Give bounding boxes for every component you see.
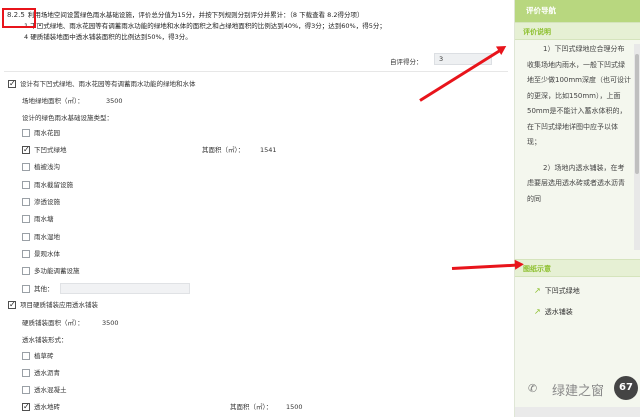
facility-area-value[interactable]: 1541 — [260, 146, 277, 154]
bottom-strip — [515, 407, 640, 417]
section1-label: 设计有下凹式绿地、雨水花园等有调蓄雨水功能的绿地和水体 — [20, 80, 196, 88]
hard-paving-label: 硬质铺装面积（㎡）： — [22, 319, 84, 327]
paving-checkbox[interactable] — [22, 352, 30, 360]
paving-label: 透水混凝土 — [34, 386, 67, 394]
facility-label: 植被浅沟 — [34, 163, 60, 171]
drawing-link-icon: ↗ — [534, 307, 541, 316]
drawing-link-label: 下凹式绿地 — [544, 287, 580, 295]
nav-description-text: 1）下凹式绿地应合理分布收集场地内雨水，一般下凹式绿地至少做100mm深度（也可… — [527, 42, 631, 247]
facility-label: 雨水花园 — [34, 129, 60, 137]
facility-checkbox[interactable] — [22, 285, 30, 293]
facility-area-label: 其面积（㎡）： — [202, 146, 245, 154]
facility-type-label: 设计的绿色雨水基础设施类型： — [22, 114, 113, 122]
clause-text: 8.2.5 利用场地空间设置绿色雨水基础设施，评价总分值为15分，并按下列规则分… — [6, 10, 506, 43]
drawing-link-icon: ↗ — [534, 286, 541, 295]
facility-checkbox[interactable] — [22, 181, 30, 189]
facility-checkbox[interactable] — [22, 250, 30, 258]
drawing-link-label: 透水铺装 — [544, 308, 573, 316]
paving-checkbox[interactable] — [22, 386, 30, 394]
clause-line-1: 1 下凹式绿地、雨水花园等有调蓄雨水功能的绿地和水体的面积之和占绿地面积的比例达… — [24, 22, 386, 30]
facility-label: 其他： — [34, 285, 54, 293]
section1-checkbox[interactable] — [8, 78, 16, 90]
facility-checkbox[interactable] — [22, 163, 30, 171]
nav-description-paragraph-1: 1）下凹式绿地应合理分布收集场地内雨水，一般下凹式绿地至少做100mm深度（也可… — [527, 45, 631, 146]
clause-number-highlight — [2, 8, 36, 28]
paving-area-value[interactable]: 1500 — [286, 403, 303, 411]
paving-area-label: 其面积（㎡）： — [230, 403, 273, 411]
nav-description-paragraph-2: 2）场地内透水铺装，在考虑要层选用透水砖或者透水沥青的同 — [527, 163, 625, 203]
facility-checkbox[interactable] — [22, 233, 30, 241]
nav-title: 评价导航 — [515, 0, 640, 22]
facility-label: 渗透设施 — [34, 198, 60, 206]
facility-checkbox[interactable] — [22, 129, 30, 137]
facility-checkbox[interactable] — [22, 267, 30, 275]
facility-checkbox[interactable] — [22, 144, 30, 156]
other-facility-input[interactable] — [60, 283, 190, 294]
facility-label: 多功能调蓄设施 — [34, 267, 80, 275]
self-score-label: 自评得分： — [390, 58, 423, 66]
facility-label: 景观水体 — [34, 250, 60, 258]
paving-label: 透水沥青 — [34, 369, 60, 377]
nav-scrollbar[interactable] — [634, 44, 640, 250]
site-green-label: 场地绿地面积（㎡）： — [22, 97, 84, 105]
section2-label: 项目硬质铺装应用透水铺装 — [20, 301, 98, 309]
clause-line-2: 4 硬质铺装地面中透水铺装面积的比例达到50%，得3分。 — [24, 33, 192, 41]
facility-label: 雨水湿地 — [34, 233, 60, 241]
paving-checkbox[interactable] — [22, 401, 30, 413]
watermark-brand: 绿建之窗 — [552, 384, 605, 399]
section2-checkbox[interactable] — [8, 299, 16, 311]
watermark: ✆ 绿建之窗 67 — [528, 376, 640, 406]
wechat-icon: ✆ — [528, 382, 538, 395]
nav-section-drawings[interactable]: 图纸示意 — [515, 259, 640, 277]
facility-checkbox[interactable] — [22, 215, 30, 223]
facility-label: 下凹式绿地 — [34, 146, 67, 154]
paving-label: 透水地砖 — [34, 403, 60, 411]
evaluation-nav-panel: 评价导航 评价说明 1）下凹式绿地应合理分布收集场地内雨水，一般下凹式绿地至少做… — [514, 0, 640, 417]
nav-scrollbar-thumb[interactable] — [635, 54, 639, 174]
clause-number: 8.2.5 — [7, 11, 25, 19]
drawing-link-permeable-paving[interactable]: ↗透水铺装 — [534, 307, 573, 317]
site-green-value[interactable]: 3500 — [106, 97, 123, 105]
paving-checkbox[interactable] — [22, 369, 30, 377]
nav-section-description[interactable]: 评价说明 — [515, 22, 640, 40]
paving-label: 植草砖 — [34, 352, 54, 360]
facility-checkbox[interactable] — [22, 198, 30, 206]
evaluation-form: 8.2.5 利用场地空间设置绿色雨水基础设施，评价总分值为15分，并按下列规则分… — [0, 0, 514, 417]
facility-label: 雨水塘 — [34, 215, 54, 223]
divider — [4, 71, 508, 72]
clause-line-0: 利用场地空间设置绿色雨水基础设施，评价总分值为15分，并按下列规则分别评分并累计… — [27, 11, 364, 19]
paving-form-label: 透水铺装形式： — [22, 336, 68, 344]
hard-paving-value[interactable]: 3500 — [102, 319, 119, 327]
watermark-badge: 67 — [614, 376, 638, 400]
drawing-link-sunken-green[interactable]: ↗下凹式绿地 — [534, 286, 580, 296]
facility-label: 雨水截留设施 — [34, 181, 73, 189]
